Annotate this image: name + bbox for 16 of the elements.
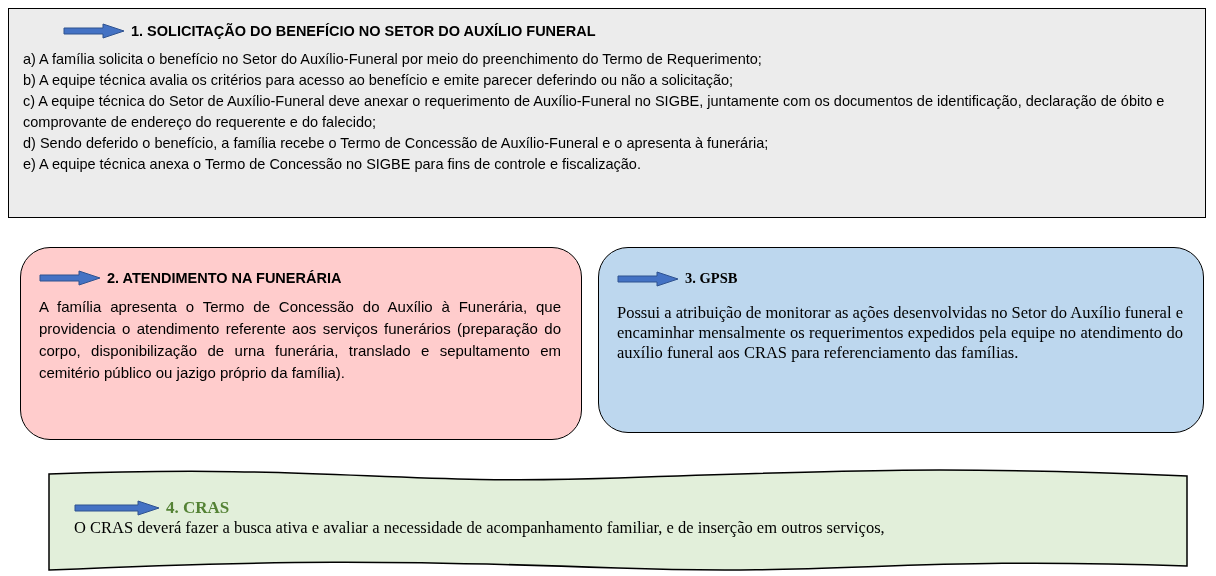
step-panel xyxy=(8,8,1206,218)
step-text: Possui a atribuição de monitorar as ações desenvolvidas no Setor do Auxílio funeral e encaminhar mensalmente os requerimentos expedidos pela equipe no atendimento do auxílio funeral aos CRAS para referenciamento das famílias. xyxy=(617,303,1183,363)
step-heading: 2. ATENDIMENTO NA FUNERÁRIA xyxy=(107,270,342,286)
step-heading: 3. GPSB xyxy=(685,270,738,287)
step-text: A família apresenta o Termo de Concessão do Auxílio à Funerária, que providencia o atendimento referente aos serviços funerários (preparação do corpo, disponibilização de urna funerária, translado e sepultamento em cemitério público ou jazigo próprio da família). xyxy=(39,297,561,383)
step-text: e) A equipe técnica anexa o Termo de Concessão no SIGBE para fins de controle e fiscalização. xyxy=(23,155,642,174)
step-text: a) A família solicita o benefício no Setor do Auxílio-Funeral por meio do preenchimento do Termo de Requerimento; xyxy=(23,50,763,69)
step-text: c) A equipe técnica do Setor de Auxílio-Funeral deve anexar o requerimento de Auxílio-Funeral no SIGBE, juntamente com os documentos de identificação, declaração de óbito e comprovante de endereço do requerente e do falecido; xyxy=(23,92,1166,132)
step-card xyxy=(598,247,1204,433)
step-heading: 4. CRAS xyxy=(166,498,230,518)
step-heading: 1. SOLICITAÇÃO DO BENEFÍCIO NO SETOR DO AUXÍLIO FUNERAL xyxy=(131,23,596,39)
wave-banner xyxy=(48,468,1188,574)
step-text: b) A equipe técnica avalia os critérios para acesso ao benefício e emite parecer deferindo ou não a solicitação; xyxy=(23,71,735,90)
step-card xyxy=(20,247,582,440)
step-text: d) Sendo deferido o benefício, a família recebe o Termo de Concessão de Auxílio-Funeral e o apresenta à funerária; xyxy=(23,134,770,153)
step-text: O CRAS deverá fazer a busca ativa e avaliar a necessidade de acompanhamento familiar, e de inserção em outros serviços, xyxy=(74,518,886,538)
